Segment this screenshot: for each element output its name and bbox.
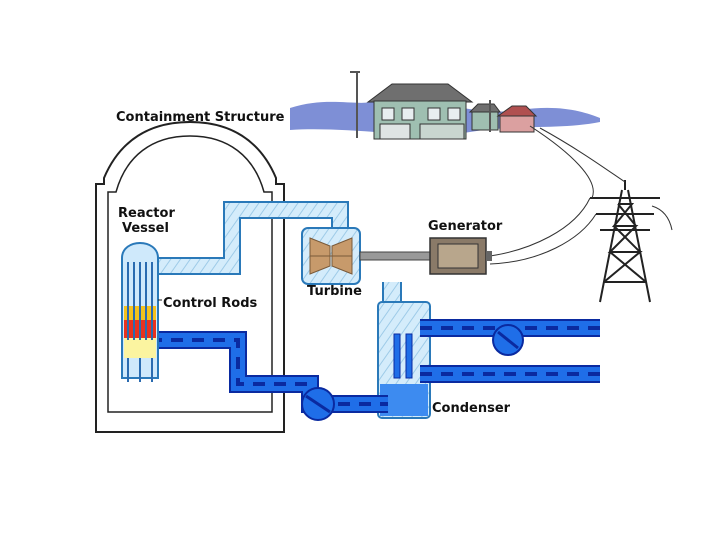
label-turbine: Turbine	[307, 284, 362, 299]
power-lines	[489, 125, 673, 265]
label-reactor-vessel-line2: Vessel	[122, 221, 169, 236]
label-condenser: Condenser	[432, 401, 511, 416]
house-icon	[350, 71, 474, 140]
turbine-icon	[301, 227, 361, 285]
label-containment-structure: Containment Structure	[116, 110, 285, 125]
pump-icon	[301, 387, 335, 421]
pump-icon	[492, 324, 524, 356]
label-generator: Generator	[428, 219, 503, 234]
power-tower-icon	[590, 180, 660, 303]
generator-icon	[429, 237, 492, 275]
condenser	[377, 301, 431, 419]
label-reactor-vessel-line1: Reactor	[118, 206, 175, 221]
label-control-rods: Control Rods	[163, 296, 258, 311]
turbine-shaft	[359, 251, 433, 261]
control-rods	[127, 262, 153, 382]
house-icon	[468, 100, 538, 133]
